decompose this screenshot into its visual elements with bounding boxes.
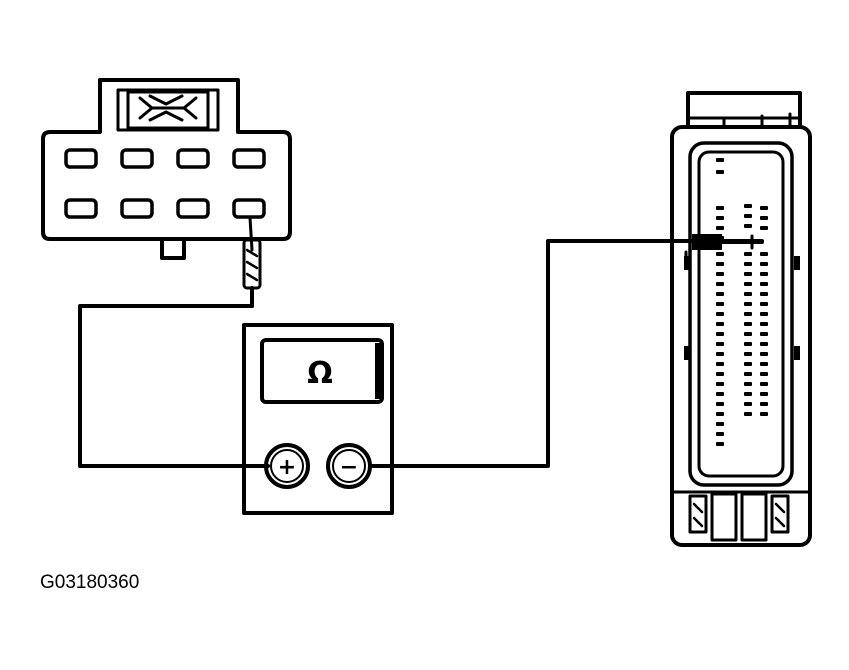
connector-latch [116, 88, 220, 132]
control-module-icon [670, 91, 812, 547]
pin-row-bottom [64, 198, 266, 219]
wire-negative-lead [368, 239, 764, 468]
module-pin-column-mid [744, 204, 752, 416]
pin-row-top [64, 148, 266, 169]
positive-terminal: + [264, 443, 310, 489]
module-connector-face [688, 141, 794, 487]
module-pin-column-left [716, 158, 724, 446]
module-top-tab [686, 91, 802, 129]
module-pin-column-right [760, 206, 768, 416]
wire-positive-lead [78, 304, 270, 468]
positive-terminal-label: + [278, 455, 296, 480]
ohmmeter-icon: Ω + − [242, 323, 394, 515]
module-housing [670, 125, 812, 547]
module-probe-contact [684, 234, 764, 270]
connector-8-pin-icon [41, 78, 292, 260]
meter-display [260, 338, 384, 404]
negative-terminal-label: − [340, 455, 358, 480]
module-bottom-latch [670, 490, 812, 542]
test-lead-probe-icon [242, 216, 262, 308]
connector-key [160, 237, 186, 260]
meter-body [242, 323, 394, 515]
meter-symbol: Ω [307, 356, 333, 391]
negative-terminal: − [326, 443, 372, 489]
connector-body [41, 78, 292, 241]
figure-id-label: G03180360 [40, 572, 140, 593]
